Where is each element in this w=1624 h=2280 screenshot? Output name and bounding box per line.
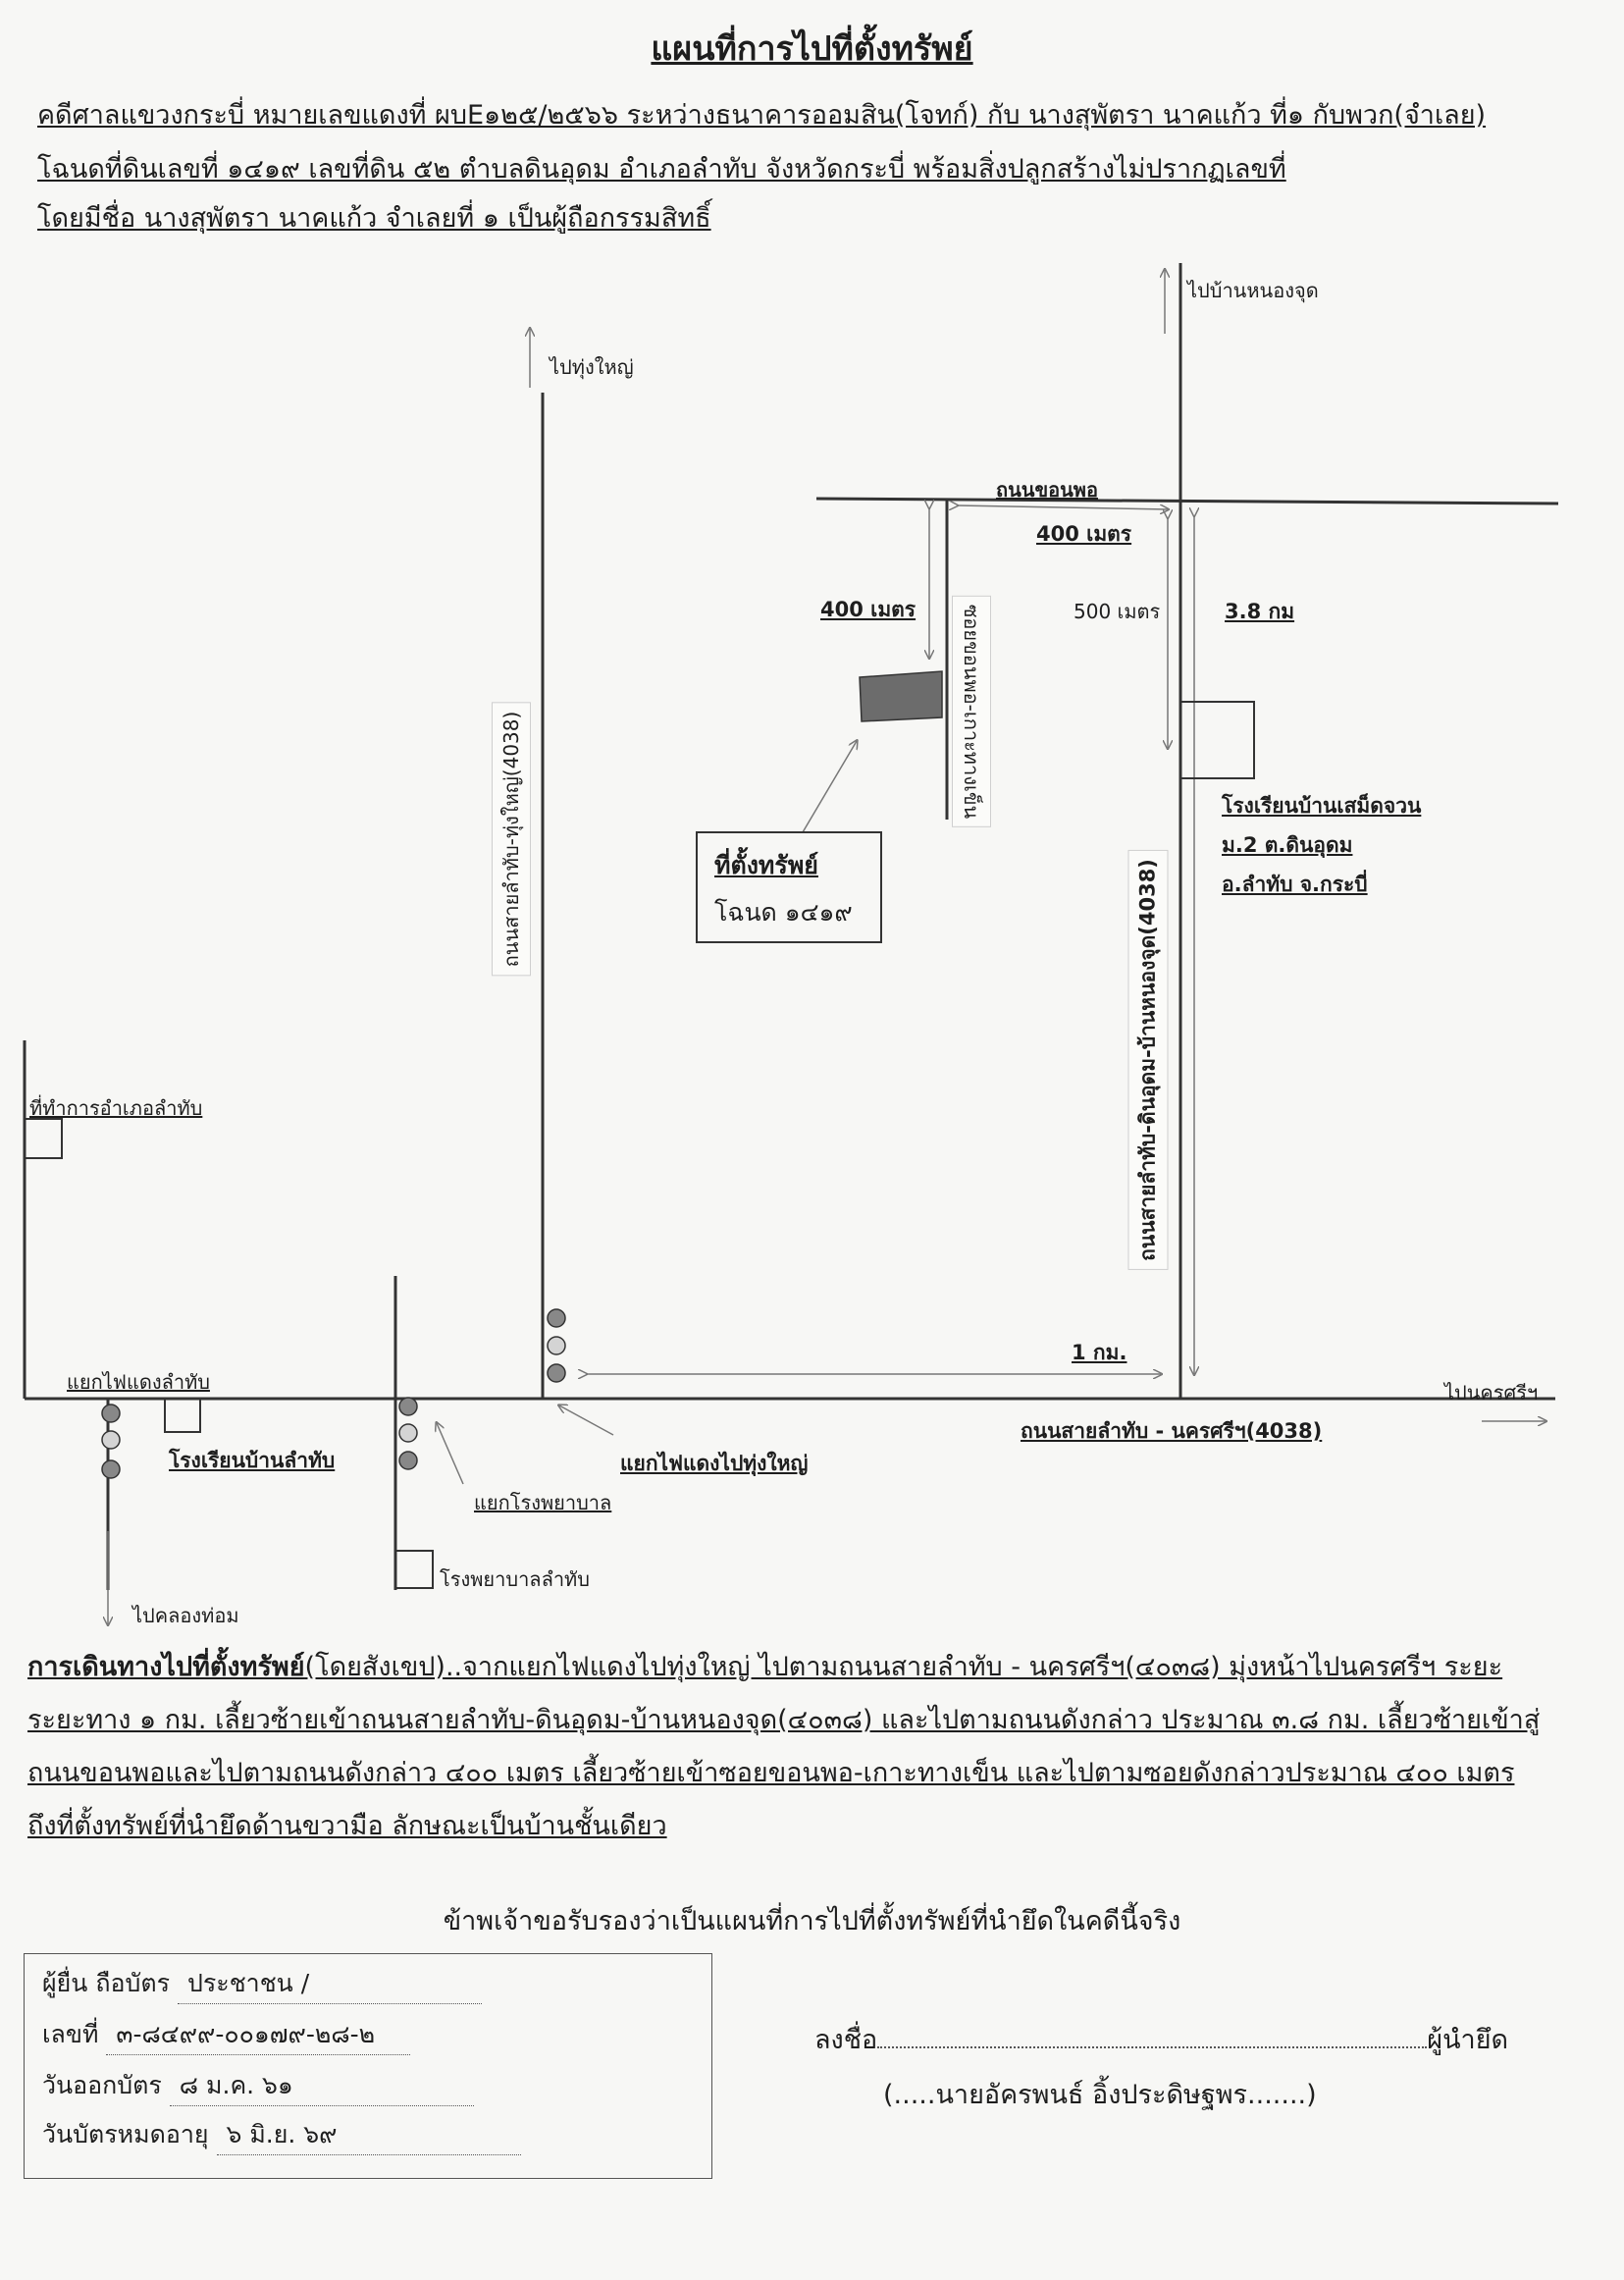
- sign-label: ลงชื่อ: [814, 2025, 878, 2055]
- number-row: เลขที่ ๓-๘๔๙๙-๐๐๑๗๙-๒๘-๒: [42, 2015, 411, 2055]
- case-header-line-3: โดยมีชื่อ นางสุพัตรา นาคแก้ว จำเลยที่ ๑ …: [37, 203, 711, 234]
- label-school-seumit-2: ม.2 ต.ดินอุดม: [1222, 833, 1353, 857]
- issue-label: วันออกบัตร: [42, 2071, 162, 2099]
- label-soi: ซอยขอนพอ-เกาะทางเข็น: [952, 595, 991, 828]
- holder-label: ผู้ยื่น ถือบัตร: [42, 1969, 171, 1997]
- dim-400-top: [957, 505, 1168, 509]
- district-office-marker: [24, 1118, 63, 1159]
- case-header-line-1: คดีศาลแขวงกระบี่ หมายเลขแดงที่ ผบE๑๒๕/๒๕…: [37, 100, 1487, 131]
- number-value: ๓-๘๔๙๙-๐๐๑๗๙-๒๘-๒: [106, 2015, 411, 2055]
- label-dist-1km: 1 กม.: [1072, 1341, 1127, 1364]
- directions-title: การเดินทางไปที่ตั้งทรัพย์: [27, 1652, 305, 1682]
- label-road-main: ถนนสายลำทับ - นครศรีฯ(4038): [1021, 1419, 1323, 1443]
- signer-name: (.....นายอัครพนธ์ อิ้งประดิษฐพร.......): [883, 2080, 1317, 2110]
- traffic-light: [101, 1430, 121, 1450]
- label-school-seumit-1: โรงเรียนบ้านเสม็ดจวน: [1222, 794, 1422, 818]
- label-road-khonpho: ถนนขอนพอ: [996, 478, 1099, 502]
- label-dist-400-left: 400 เมตร: [820, 598, 917, 621]
- directions-paragraph: การเดินทางไปที่ตั้งทรัพย์(โดยสังเขป)..จา…: [27, 1641, 1568, 1853]
- label-dist-400-top: 400 เมตร: [1036, 522, 1132, 546]
- label-district-office: ที่ทำการอำเภอลำทับ: [29, 1096, 203, 1120]
- holder-value: ประชาชน /: [177, 1964, 482, 2004]
- issue-value: ๘ ม.ค. ๖๑: [169, 2066, 474, 2106]
- id-card-info-box: ผู้ยื่น ถือบัตร ประชาชน / เลขที่ ๓-๘๔๙๙-…: [24, 1953, 712, 2179]
- label-school-lamthap: โรงเรียนบ้านลำทับ: [169, 1449, 336, 1472]
- label-road-dinudom: ถนนสายลำทับ-ดินอุดม-บ้านหนองจุด(4038): [1127, 850, 1169, 1270]
- traffic-light: [398, 1451, 418, 1470]
- traffic-light: [398, 1423, 418, 1443]
- signature-line: ลงชื่อ ผู้นำยึด: [814, 2018, 1508, 2060]
- label-junction-lamthap: แยกไฟแดงลำทับ: [67, 1370, 210, 1394]
- signer-role: ผู้นำยึด: [1427, 2025, 1509, 2055]
- label-junction-hospital: แยกโรงพยาบาล: [474, 1491, 612, 1514]
- label-dist-3-8: 3.8 กม: [1225, 600, 1295, 623]
- road-khonpho: [815, 497, 1559, 505]
- number-label: เลขที่: [42, 2020, 99, 2048]
- property-label-title: ที่ตั้งทรัพย์: [714, 851, 818, 879]
- arrow-junction-thungyai: [559, 1405, 614, 1436]
- expiry-label: วันบัตรหมดอายุ: [42, 2120, 209, 2148]
- hospital-marker: [394, 1550, 434, 1589]
- traffic-light: [101, 1459, 121, 1479]
- traffic-light: [547, 1363, 566, 1383]
- expiry-value: ๖ มิ.ย. ๖๙: [216, 2115, 521, 2155]
- certification-statement: ข้าพเจ้าขอรับรองว่าเป็นแผนที่การไปที่ตั้…: [443, 1906, 1181, 1936]
- label-to-khlongthom: ไปคลองท่อม: [132, 1604, 239, 1627]
- school-seumit-marker: [1179, 701, 1255, 779]
- traffic-light: [547, 1336, 566, 1355]
- property-label-box: [696, 831, 882, 943]
- traffic-light: [547, 1308, 566, 1328]
- label-to-nongchut: ไปบ้านหนองจุด: [1187, 279, 1319, 302]
- holder-row: ผู้ยื่น ถือบัตร ประชาชน /: [42, 1964, 482, 2004]
- arrow-property: [802, 741, 857, 833]
- traffic-light: [398, 1397, 418, 1416]
- label-hospital: โรงพยาบาลลำทับ: [440, 1567, 590, 1591]
- traffic-light: [101, 1404, 121, 1423]
- label-school-seumit-3: อ.ลำทับ จ.กระบี่: [1222, 873, 1368, 896]
- label-road-thungyai: ถนนสายลำทับ-ทุ่งใหญ่(4038): [492, 702, 531, 977]
- label-to-nakhonsi: ไปนครศรีฯ: [1444, 1381, 1539, 1405]
- school-lamthap-marker: [164, 1398, 201, 1433]
- label-to-thungyai: ไปทุ่งใหญ่: [550, 355, 634, 379]
- arrow-junction-hospital: [437, 1423, 464, 1485]
- label-dist-500: 500 เมตร: [1074, 600, 1161, 623]
- property-parcel: [859, 670, 943, 722]
- directions-body: (โดยสังเขป)..จากแยกไฟแดงไปทุ่งใหญ่ ไปตาม…: [27, 1652, 1541, 1841]
- page-title: แผนที่การไปที่ตั้งทรัพย์: [651, 29, 973, 69]
- label-junction-thungyai: แยกไฟแดงไปทุ่งใหญ่: [620, 1452, 809, 1475]
- property-label-deed: โฉนด ๑๔๑๙: [714, 898, 853, 927]
- expiry-row: วันบัตรหมดอายุ ๖ มิ.ย. ๖๙: [42, 2115, 521, 2155]
- route-map: [23, 263, 1559, 1629]
- case-header-line-2: โฉนดที่ดินเลขที่ ๑๔๑๙ เลขที่ดิน ๕๒ ตำบลด…: [37, 154, 1286, 185]
- issue-row: วันออกบัตร ๘ ม.ค. ๖๑: [42, 2066, 474, 2106]
